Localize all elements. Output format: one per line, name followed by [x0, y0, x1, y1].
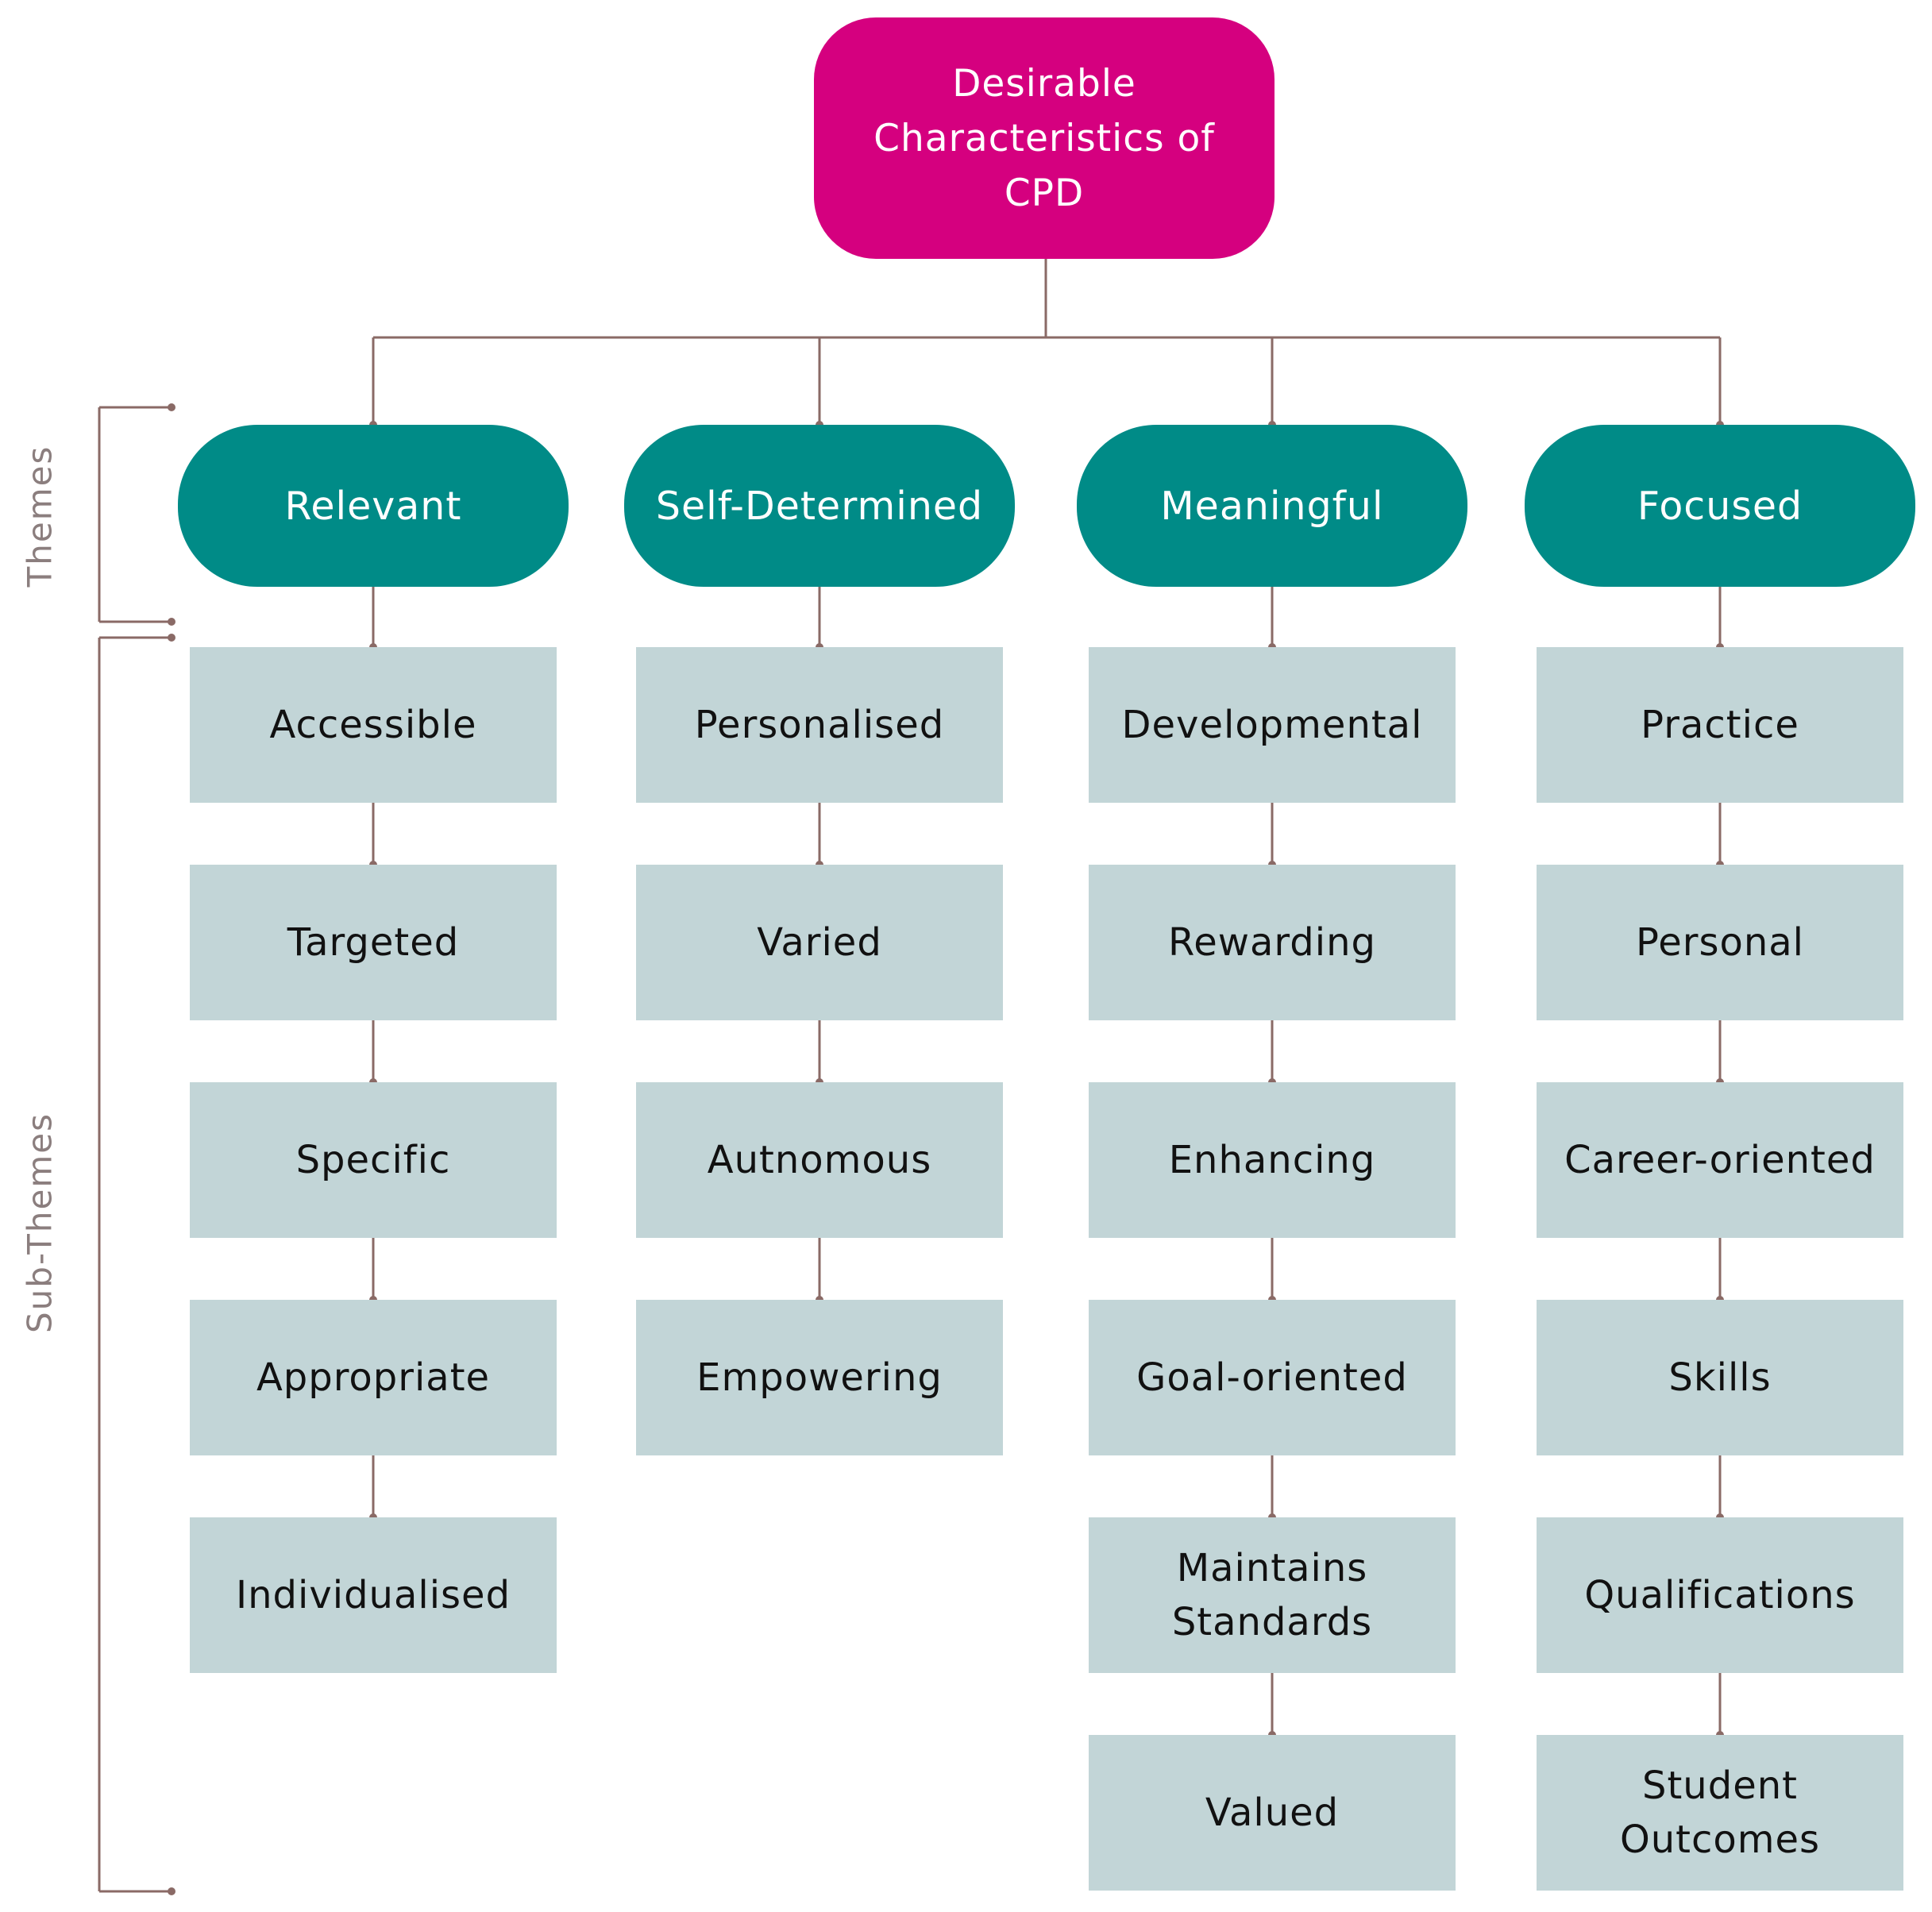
sub-themes-side-label: Sub-Themes: [20, 1112, 60, 1333]
sub-theme-targeted: Targeted: [190, 865, 557, 1020]
sub-theme-label: Career-oriented: [1564, 1138, 1876, 1182]
sub-theme-rewarding: Rewarding: [1089, 865, 1456, 1020]
sub-theme-label: Rewarding: [1168, 920, 1376, 965]
theme-label: Meaningful: [1160, 483, 1384, 529]
sub-theme-autnomous: Autnomous: [636, 1082, 1003, 1238]
sub-theme-label: Valued: [1205, 1791, 1340, 1835]
sub-theme-label: Maintains Standards: [1171, 1546, 1373, 1644]
theme-focused: Focused: [1525, 425, 1915, 587]
sub-theme-label: Developmental: [1121, 703, 1423, 747]
sub-theme-label: Accessible: [269, 703, 477, 747]
theme-label: Self-Determined: [655, 483, 984, 529]
sub-theme-personal: Personal: [1537, 865, 1903, 1020]
sub-theme-label: Practice: [1641, 703, 1799, 747]
theme-relevant: Relevant: [178, 425, 569, 587]
sub-theme-enhancing: Enhancing: [1089, 1082, 1456, 1238]
sub-theme-label: Appropriate: [256, 1355, 491, 1400]
sub-theme-practice: Practice: [1537, 647, 1903, 803]
sub-theme-label: Skills: [1668, 1355, 1772, 1400]
sub-theme-label: Targeted: [287, 920, 460, 965]
sub-theme-label: Personal: [1635, 920, 1805, 965]
sub-theme-label: Student Outcomes: [1619, 1764, 1821, 1862]
sub-theme-label: Empowering: [696, 1355, 943, 1400]
sub-theme-developmental: Developmental: [1089, 647, 1456, 803]
root-node: Desirable Characteristics of CPD: [814, 17, 1275, 259]
sub-theme-label: Autnomous: [707, 1138, 932, 1182]
sub-theme-label: Goal-oriented: [1136, 1355, 1408, 1400]
sub-theme-student-outcomes: Student Outcomes: [1537, 1735, 1903, 1891]
sub-theme-personalised: Personalised: [636, 647, 1003, 803]
sub-theme-label: Qualifications: [1584, 1573, 1856, 1617]
sub-theme-qualifications: Qualifications: [1537, 1517, 1903, 1673]
sub-theme-label: Specific: [295, 1138, 451, 1182]
sub-theme-valued: Valued: [1089, 1735, 1456, 1891]
sub-theme-label: Enhancing: [1168, 1138, 1376, 1182]
sub-theme-empowering: Empowering: [636, 1300, 1003, 1455]
sub-theme-maintains-standards: Maintains Standards: [1089, 1517, 1456, 1673]
sub-theme-skills: Skills: [1537, 1300, 1903, 1455]
theme-label: Focused: [1637, 483, 1803, 529]
theme-self-determined: Self-Determined: [624, 425, 1015, 587]
sub-theme-career-oriented: Career-oriented: [1537, 1082, 1903, 1238]
connector-dot: [168, 634, 175, 642]
connector-dot: [168, 618, 175, 626]
themes-side-label: Themes: [20, 445, 60, 588]
connector-dot: [168, 403, 175, 411]
sub-theme-individualised: Individualised: [190, 1517, 557, 1673]
connector-dot: [168, 1887, 175, 1895]
sub-theme-accessible: Accessible: [190, 647, 557, 803]
root-label: Desirable Characteristics of CPD: [873, 61, 1215, 215]
sub-theme-label: Varied: [757, 920, 882, 965]
sub-theme-label: Personalised: [694, 703, 945, 747]
theme-meaningful: Meaningful: [1077, 425, 1467, 587]
sub-theme-specific: Specific: [190, 1082, 557, 1238]
sub-theme-appropriate: Appropriate: [190, 1300, 557, 1455]
sub-theme-varied: Varied: [636, 865, 1003, 1020]
theme-label: Relevant: [284, 483, 462, 529]
sub-theme-goal-oriented: Goal-oriented: [1089, 1300, 1456, 1455]
sub-theme-label: Individualised: [235, 1573, 511, 1617]
